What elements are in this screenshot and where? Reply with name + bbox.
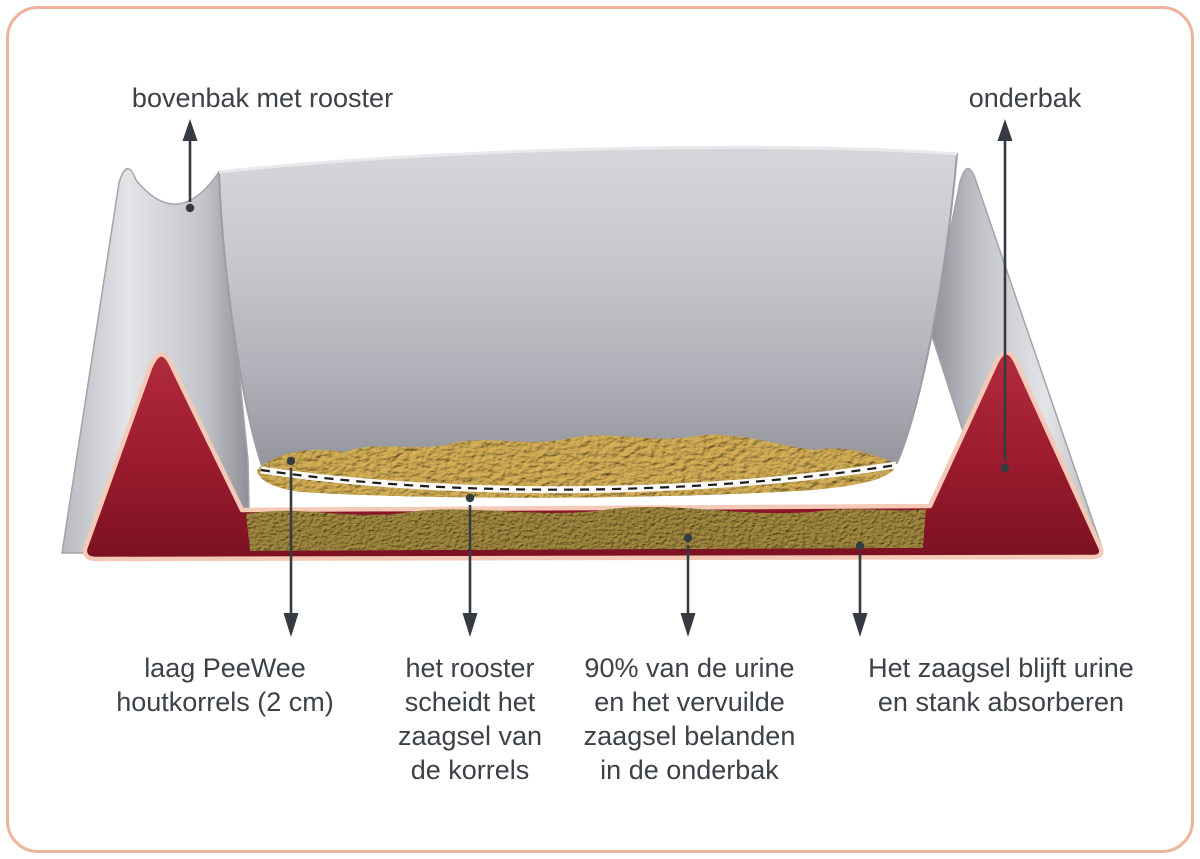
label-bovenbak-met-rooster: bovenbak met rooster [131, 83, 394, 113]
callout-arrow-rooster [462, 493, 478, 637]
label-zaagsel-absorberen: Het zaagsel blijft urine en stank absorb… [868, 653, 1134, 717]
label-houtkorrels: laag PeeWee houtkorrels (2 cm) [116, 653, 334, 717]
sawdust-layer [246, 506, 926, 551]
label-urine-onderbak: 90% van de urine en het vervuilde zaagse… [583, 653, 796, 785]
label-rooster-scheidt: het rooster scheidt het zaagsel van de k… [397, 653, 543, 785]
callout-arrow-houtkorrels [283, 456, 299, 637]
top-tray-basin [217, 146, 959, 487]
callout-arrow-bovenbak [182, 119, 198, 213]
callout-arrow-urine-onderbak [680, 533, 696, 637]
top-tray-rim-highlight [218, 145, 958, 174]
callout-arrow-onderbak [997, 119, 1013, 473]
label-onderbak: onderbak [968, 83, 1082, 113]
grid-dashed-line [260, 463, 897, 491]
bottom-tray [82, 350, 1104, 562]
callout-arrow-zaagsel-absorberen [852, 541, 868, 637]
